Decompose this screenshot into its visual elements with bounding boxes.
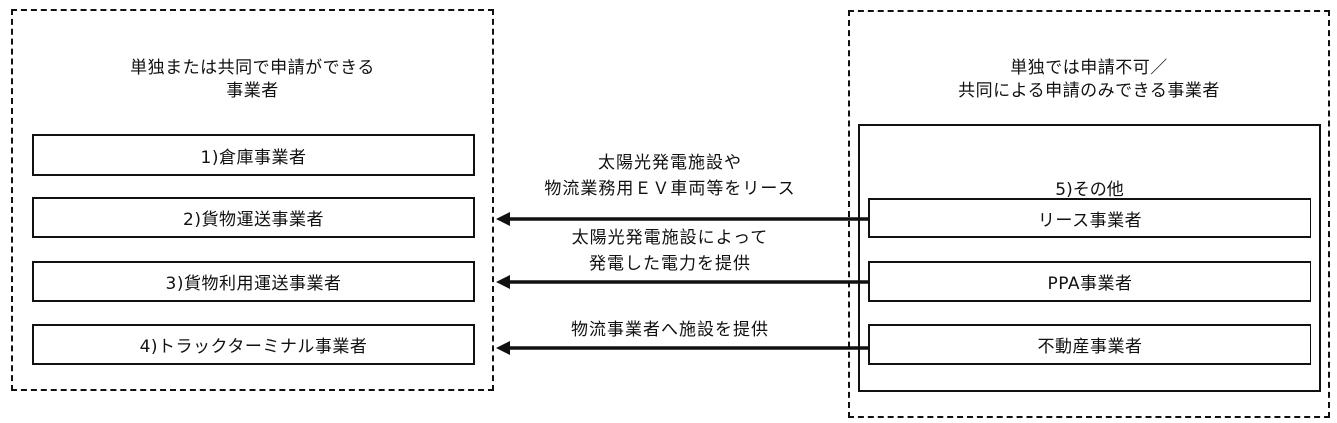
right-group-heading-line1: 単独では申請不可／ — [1010, 58, 1168, 78]
box-real-estate-operator: 不動産事業者 — [868, 324, 1311, 365]
arrow-real-estate-to-truck-terminal — [496, 341, 869, 355]
left-group-container — [11, 9, 494, 391]
other-operators-label: 5)その他 — [1055, 180, 1124, 200]
caption-line2: 物流業務用ＥＶ車両等をリース — [544, 179, 796, 199]
box-truck-terminal-operator: 4)トラックターミナル事業者 — [32, 324, 475, 365]
right-group-heading: 単独では申請不可／ 共同による申請のみできる事業者 — [848, 57, 1330, 103]
caption-line1: 太陽光発電施設や — [598, 153, 742, 173]
box-warehouse-operator: 1)倉庫事業者 — [32, 134, 475, 176]
arrow-ppa-to-freight-forwarding — [496, 275, 869, 289]
box-lease-operator: リース事業者 — [868, 198, 1311, 238]
left-group-heading-line1: 単独または共同で申請ができる — [130, 58, 375, 78]
box-label: 4)トラックターミナル事業者 — [139, 337, 368, 357]
arrow-caption-lease: 太陽光発電施設や 物流業務用ＥＶ車両等をリース — [495, 150, 845, 202]
box-label: 不動産事業者 — [1037, 337, 1143, 357]
arrow-caption-real-estate: 物流事業者へ施設を提供 — [495, 317, 845, 343]
box-ppa-operator: PPA事業者 — [868, 261, 1311, 302]
arrow-caption-ppa: 太陽光発電施設によって 発電した電力を提供 — [495, 225, 845, 277]
box-label: 1)倉庫事業者 — [200, 147, 307, 168]
left-group-heading-line2: 事業者 — [226, 81, 279, 101]
left-group-heading: 単独または共同で申請ができる 事業者 — [11, 57, 494, 103]
box-freight-forwarding-operator: 3)貨物利用運送事業者 — [32, 261, 475, 302]
box-label: 3)貨物利用運送事業者 — [165, 274, 342, 294]
box-freight-transport-operator: 2)貨物運送事業者 — [32, 197, 475, 238]
box-label: PPA事業者 — [1047, 274, 1133, 294]
arrow-lease-to-freight-transport — [496, 212, 869, 226]
caption-line1: 物流事業者へ施設を提供 — [571, 320, 769, 340]
caption-line1: 太陽光発電施設によって — [571, 228, 769, 248]
right-group-container — [848, 10, 1330, 418]
box-label: 2)貨物運送事業者 — [183, 210, 324, 230]
right-group-heading-line2: 共同による申請のみできる事業者 — [958, 81, 1220, 101]
caption-line2: 発電した電力を提供 — [589, 254, 751, 274]
box-label: リース事業者 — [1037, 210, 1143, 231]
